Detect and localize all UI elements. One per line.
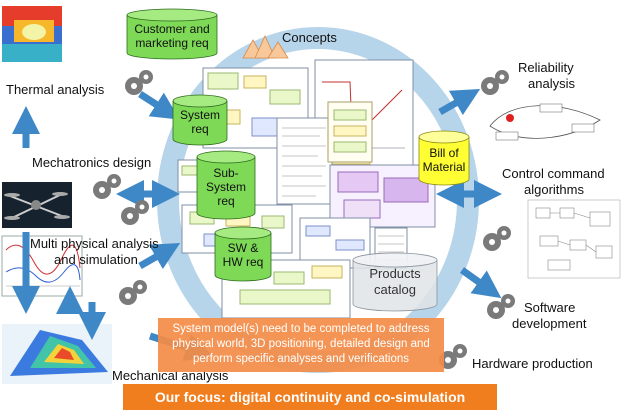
label-thermal-analysis: Thermal analysis — [6, 82, 105, 97]
label-mechatronics-design: Mechatronics design — [32, 155, 152, 170]
drone-image — [2, 182, 72, 228]
cylinder-label: Bill of — [429, 146, 459, 160]
reliability-diagram — [478, 96, 618, 148]
cylinder-label: System — [179, 108, 220, 122]
label-software: Software — [524, 300, 576, 315]
cylinder-label: req — [191, 122, 209, 136]
mechanical-analysis-image — [2, 324, 112, 384]
gear-icon — [481, 70, 509, 95]
label-control-command: Control command — [502, 166, 605, 181]
gear-icon — [125, 70, 153, 95]
flow-arrows-back — [56, 180, 478, 314]
cylinder-label: marketing req — [135, 36, 209, 50]
gear-icon — [121, 200, 149, 225]
cylinder-label: Products — [369, 266, 421, 281]
label-and-simulation: and simulation — [54, 252, 138, 267]
control-diagram — [527, 199, 621, 279]
cylinder-label: req — [217, 194, 235, 208]
concept-triangles — [242, 35, 289, 59]
cylinder-label: SW & — [227, 241, 259, 255]
label-development: development — [512, 316, 587, 331]
label-reliability: Reliability — [518, 60, 574, 75]
cylinder-label: System — [205, 180, 246, 194]
cylinder-label: Customer and — [134, 22, 210, 36]
cylinder-label: Material — [422, 160, 466, 174]
cylinder-label: catalog — [374, 282, 416, 297]
gear-icon — [93, 174, 121, 199]
label-algorithms: algorithms — [524, 182, 584, 197]
label-analysis: analysis — [528, 76, 575, 91]
label-hardware-production: Hardware production — [472, 356, 593, 371]
cylinder-sw-hw-req: SW &HW req — [214, 226, 272, 282]
label-multi-physical-analysis: Multi physical analysis — [30, 236, 159, 251]
cylinder-label: HW req — [222, 255, 264, 269]
thermal-analysis-image — [2, 6, 62, 62]
gear-icon — [483, 226, 511, 251]
cylinder-label: Sub- — [213, 166, 239, 180]
system-model-note: System model(s) need to be completed to … — [158, 318, 444, 372]
focus-banner: Our focus: digital continuity and co-sim… — [123, 384, 497, 410]
gear-icon — [487, 294, 515, 319]
gear-icon — [119, 280, 147, 305]
label-concepts: Concepts — [282, 30, 337, 45]
